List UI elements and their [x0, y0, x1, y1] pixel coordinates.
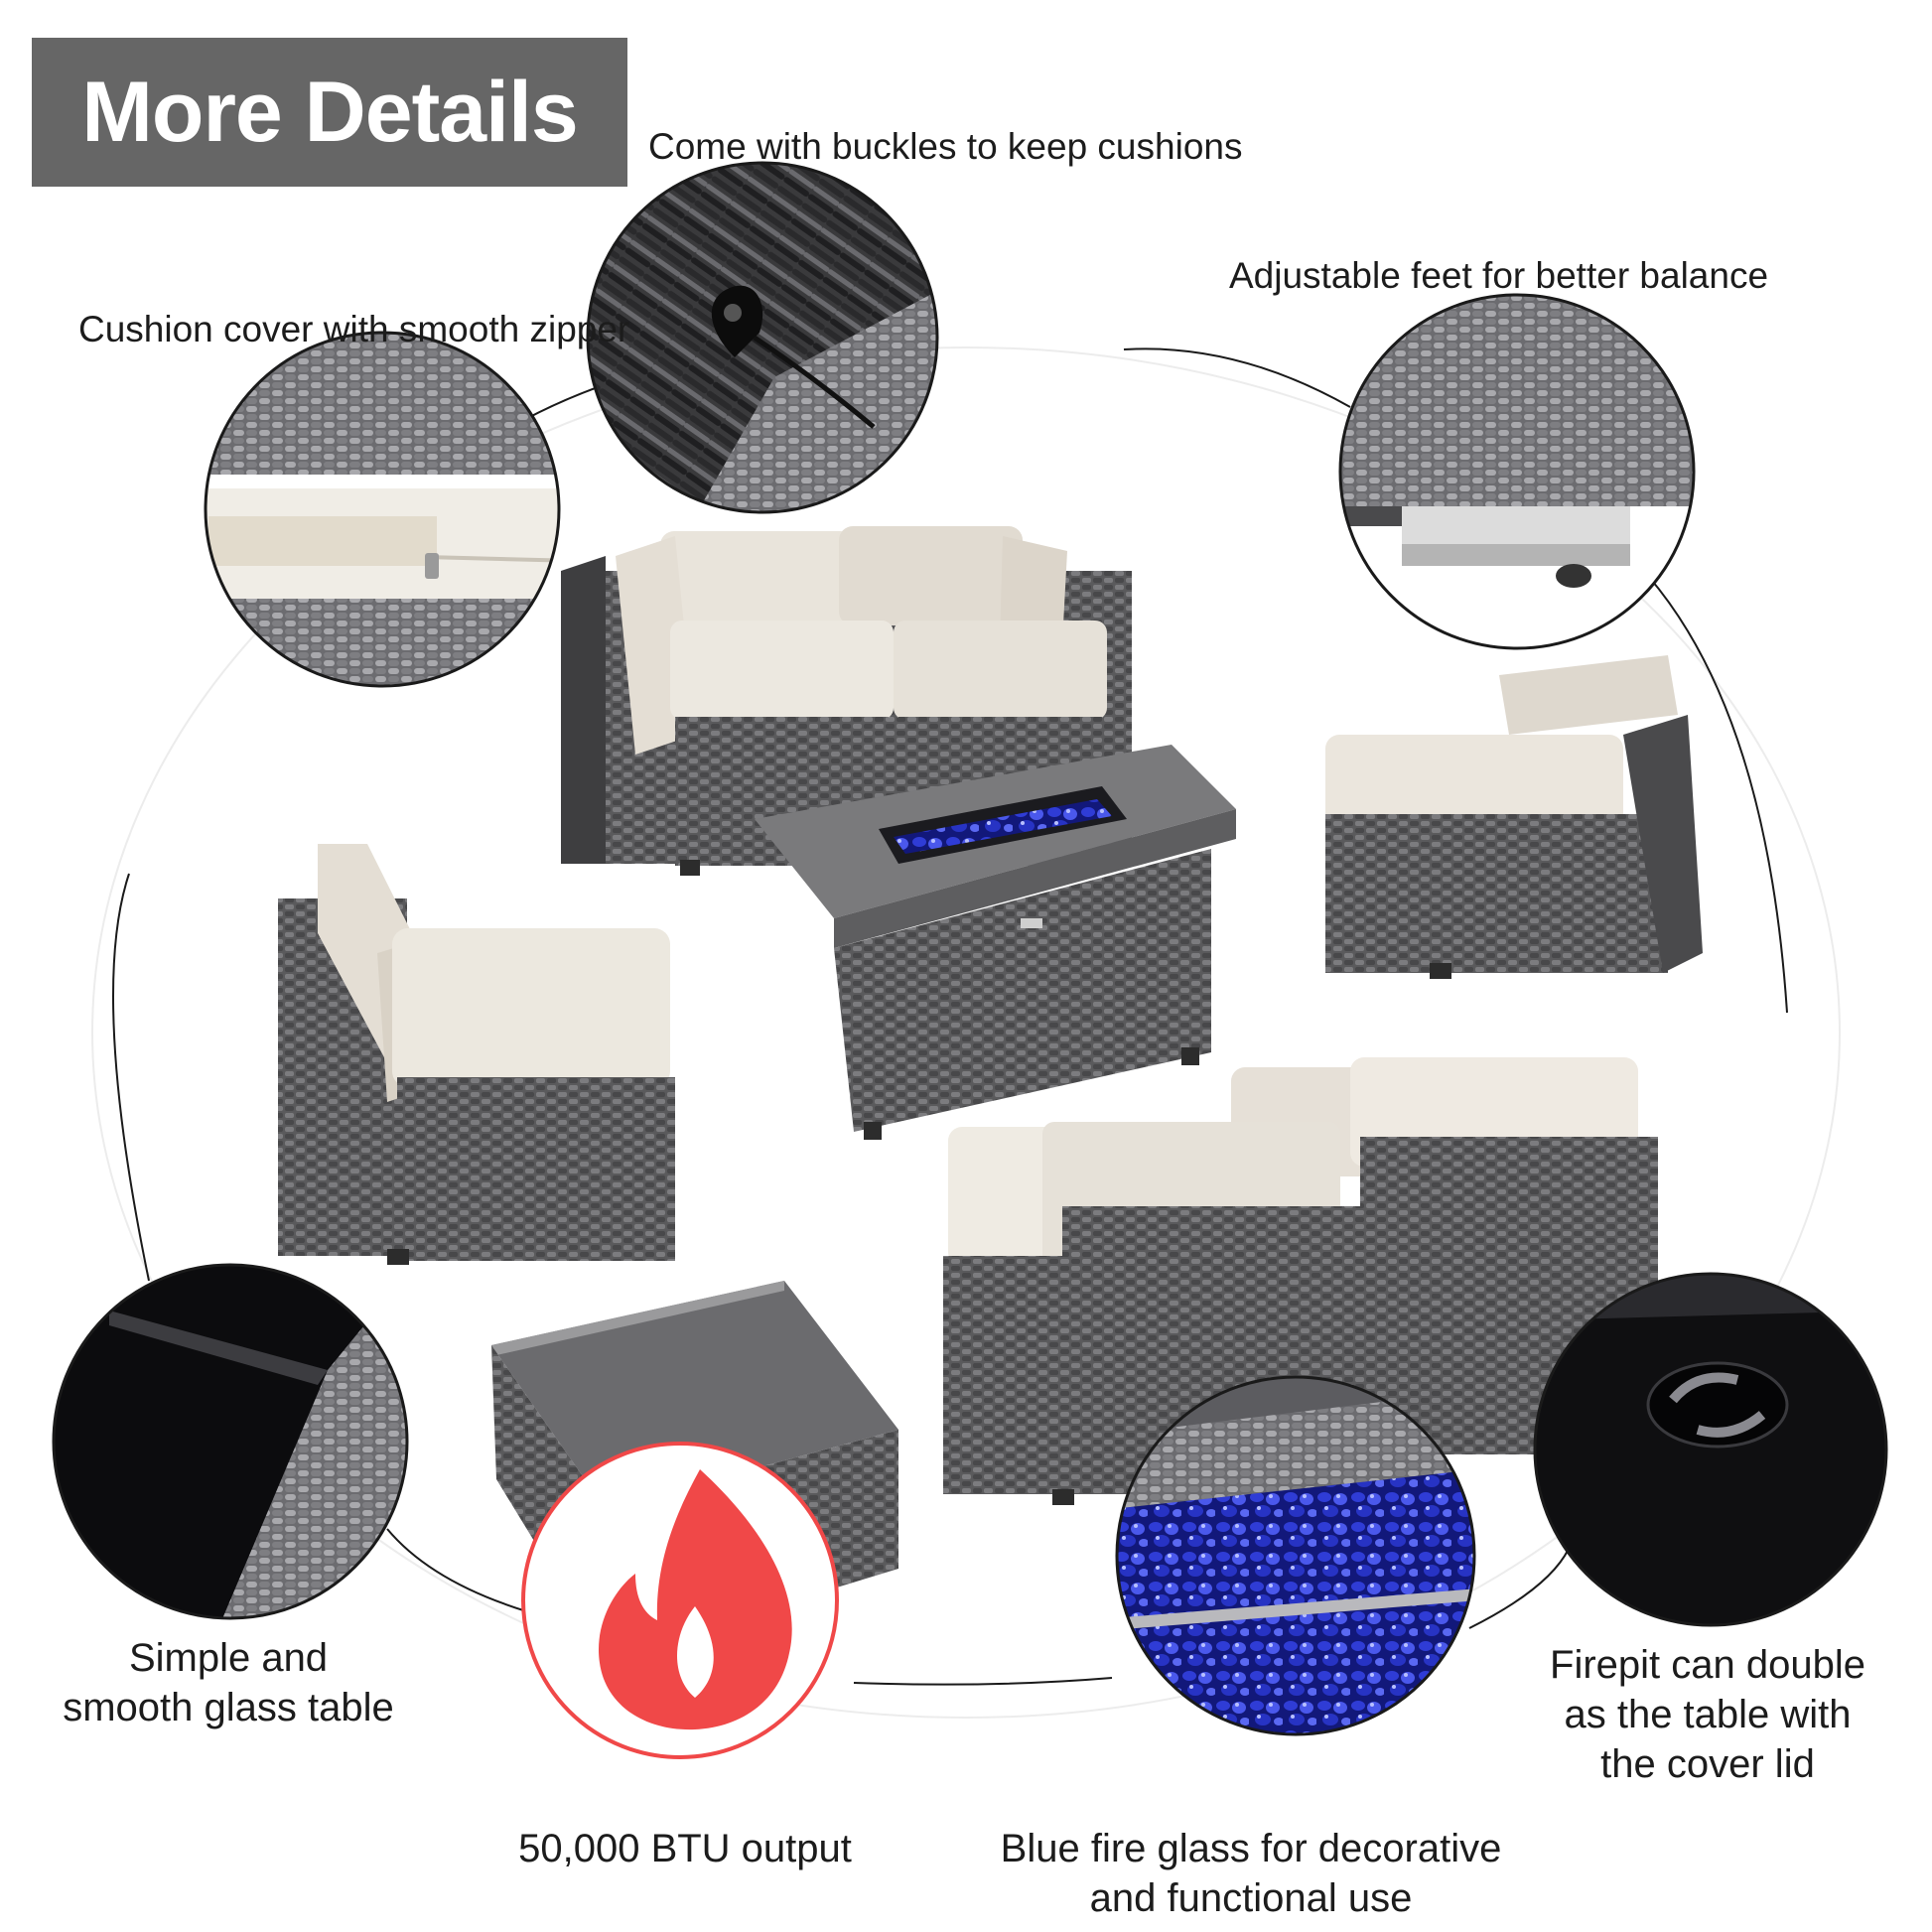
blue-fire-glass-detail-circle: [1117, 1377, 1474, 1734]
feet-label: Adjustable feet for better balance: [1229, 255, 1769, 296]
fire-glass-label-line-2: and functional use: [1089, 1876, 1413, 1920]
firepit-lid-label-line-2: as the table with: [1564, 1693, 1852, 1736]
left-armless-chair: [278, 844, 675, 1265]
buckle-detail-circle: [588, 163, 937, 512]
firepit-lid-label-line-3: the cover lid: [1600, 1742, 1815, 1786]
glass-table-label: Simple and smooth glass table: [20, 1633, 437, 1732]
more-details-banner: More Details: [32, 38, 627, 187]
fire-pit-table: [755, 745, 1236, 1140]
flame-icon: [598, 1469, 792, 1730]
firepit-lid-label-line-1: Firepit can double: [1550, 1643, 1865, 1687]
btu-label: 50,000 BTU output: [518, 1827, 852, 1870]
buckles-label: Come with buckles to keep cushions: [648, 126, 1243, 167]
fire-glass-label-line-1: Blue fire glass for decorative: [1000, 1827, 1502, 1870]
zipper-label: Cushion cover with smooth zipper: [78, 309, 630, 349]
glass-table-label-line-1: Simple and: [128, 1636, 329, 1680]
right-armless-chair: [1325, 655, 1703, 979]
glass-table-label-line-2: smooth glass table: [63, 1686, 394, 1729]
glass-table-detail-circle: [54, 1265, 407, 1618]
firepit-lid-label: Firepit can double as the table with the…: [1499, 1640, 1916, 1789]
btu-flame-circle: [521, 1442, 839, 1759]
zipper-detail-circle: [206, 333, 559, 686]
fire-glass-label: Blue fire glass for decorative and funct…: [933, 1824, 1569, 1923]
feet-detail-circle: [1340, 295, 1694, 648]
